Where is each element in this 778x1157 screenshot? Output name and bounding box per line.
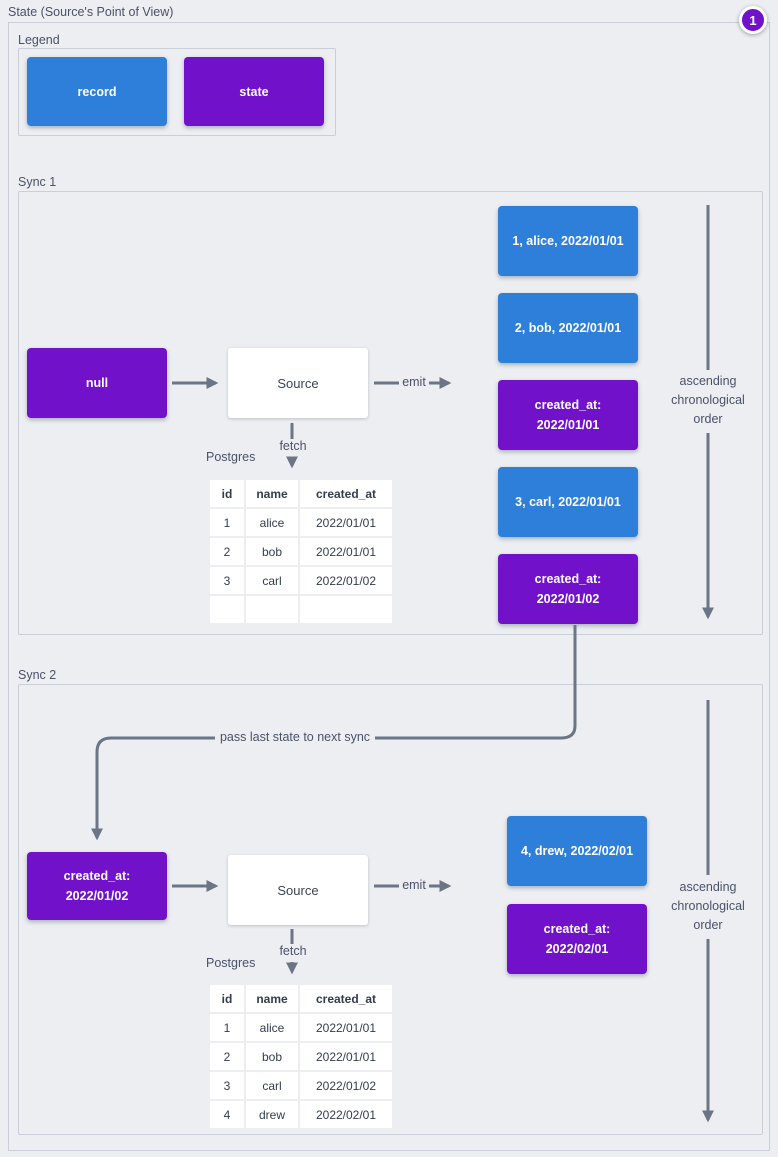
table-cell: 3 [210,567,244,594]
record-text: 1, alice, 2022/01/01 [512,234,624,248]
table-row: 3 carl 2022/01/02 [210,1072,392,1099]
sync2-source-box: Source [228,855,368,925]
table-cell [246,596,298,623]
table-cell: 2 [210,538,244,565]
table-cell: 3 [210,1072,244,1099]
legend-record-label: record [77,84,117,99]
state-box: created_at: 2022/01/02 [498,554,638,624]
table-row: 4 drew 2022/02/01 [210,1101,392,1128]
table-cell: 2022/01/01 [300,1043,392,1070]
sync1-postgres-label: Postgres [206,450,256,464]
table-cell: 2 [210,1043,244,1070]
table-cell: 2022/01/01 [300,538,392,565]
table-cell: 4 [210,1101,244,1128]
sync1-fetch-label: fetch [279,439,307,453]
record-text: 2, bob, 2022/01/01 [514,321,622,335]
record-box: 4, drew, 2022/02/01 [507,816,647,886]
table-header-cell: created_at [300,480,392,507]
state-text: 2022/01/02 [536,592,600,606]
table-cell: 2022/01/02 [300,567,392,594]
table-row: 2 bob 2022/01/01 [210,1043,392,1070]
legend-state-box: state [184,57,324,126]
table-cell: 1 [210,1014,244,1041]
sync1-source-label: Source [277,375,319,391]
record-text: 3, carl, 2022/01/01 [515,495,621,509]
sync1-emit-label: emit [402,375,426,389]
table-header-cell: name [246,480,298,507]
sync2-emit-label: emit [402,878,426,892]
table-cell: 2022/01/01 [300,1014,392,1041]
state-text: 2022/01/01 [536,418,600,432]
state-text: 2022/02/01 [545,942,609,956]
table-cell: alice [246,509,298,536]
sync1-postgres-table: id name created_at 1 alice 2022/01/01 2 … [208,478,394,625]
page-title: State (Source's Point of View) [8,5,174,19]
sync2-source-label: Source [277,882,319,898]
table-row: 1 alice 2022/01/01 [210,509,392,536]
sync1-source-box: Source [228,348,368,418]
table-row: 1 alice 2022/01/01 [210,1014,392,1041]
table-cell: 2022/02/01 [300,1101,392,1128]
record-text: 4, drew, 2022/02/01 [520,844,634,858]
state-text: 2022/01/02 [65,889,129,903]
record-box: 2, bob, 2022/01/01 [498,293,638,363]
outer-frame [8,22,770,1151]
table-header-cell: name [246,985,298,1012]
sync2-fetch-label: fetch [279,944,307,958]
sync1-title: Sync 1 [18,175,57,189]
state-text: created_at: [534,398,602,412]
sync2-order-note: ascending chronological order [671,880,745,932]
annotation-badge-number: 1 [749,12,757,28]
sync2-input-state-box: created_at: 2022/01/02 [27,852,167,920]
legend-state-label: state [239,84,269,99]
annotation-badge: 1 [739,6,767,34]
table-cell: 2022/01/02 [300,1072,392,1099]
legend-panel [18,48,336,136]
record-box: 1, alice, 2022/01/01 [498,206,638,276]
table-row: 2 bob 2022/01/01 [210,538,392,565]
table-header-cell: created_at [300,985,392,1012]
state-box: created_at: 2022/01/01 [498,380,638,450]
table-cell: carl [246,567,298,594]
table-row-empty [210,596,392,623]
sync2-postgres-label: Postgres [206,956,256,970]
record-box: 3, carl, 2022/01/01 [498,467,638,537]
table-cell: bob [246,1043,298,1070]
table-header-row: id name created_at [210,480,392,507]
table-cell: alice [246,1014,298,1041]
sync1-input-state-box: null [27,348,167,418]
state-box: created_at: 2022/02/01 [507,904,647,974]
sync2-title: Sync 2 [18,668,57,682]
state-text: created_at: [63,869,131,883]
table-header-cell: id [210,985,244,1012]
table-cell: 2022/01/01 [300,509,392,536]
legend-record-box: record [27,57,167,126]
table-cell: 1 [210,509,244,536]
table-cell: carl [246,1072,298,1099]
table-cell: drew [246,1101,298,1128]
legend-title: Legend [18,33,60,47]
pass-state-label: pass last state to next sync [214,730,376,744]
sync2-postgres-table: id name created_at 1 alice 2022/01/01 2 … [208,983,394,1130]
table-header-cell: id [210,480,244,507]
state-text: created_at: [543,922,611,936]
state-text: created_at: [534,572,602,586]
sync1-input-state-text: null [85,376,109,390]
table-header-row: id name created_at [210,985,392,1012]
table-cell: bob [246,538,298,565]
sync1-order-note: ascending chronological order [671,374,745,426]
table-cell [300,596,392,623]
table-row: 3 carl 2022/01/02 [210,567,392,594]
table-cell [210,596,244,623]
